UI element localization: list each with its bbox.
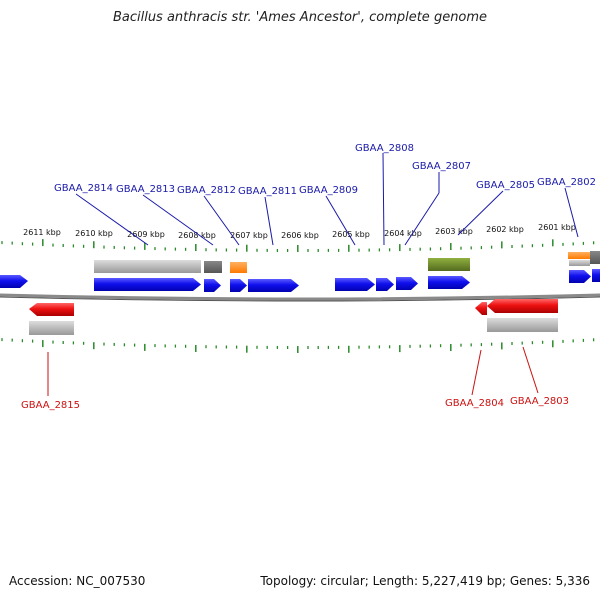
forward-gene-arrow[interactable] (396, 277, 418, 290)
gray-feature[interactable] (569, 260, 590, 266)
scale-label: 2605 kbp (332, 230, 370, 239)
gene-label[interactable]: GBAA_2802 (537, 177, 596, 188)
reverse-gene-arrow[interactable] (475, 302, 487, 315)
genome-backbone (0, 293, 600, 301)
gene-label[interactable]: GBAA_2803 (510, 396, 569, 407)
forward-gene-arrow[interactable] (569, 270, 591, 283)
scale-label: 2606 kbp (281, 231, 319, 240)
scale-label: 2611 kbp (23, 228, 61, 237)
gene-label[interactable]: GBAA_2805 (476, 180, 535, 191)
scale-label: 2610 kbp (75, 229, 113, 238)
forward-genes (0, 269, 600, 292)
forward-gene-arrow[interactable] (248, 279, 299, 292)
scale-label: 2601 kbp (538, 223, 576, 232)
forward-gene-arrow[interactable] (0, 275, 28, 288)
forward-gene-arrow[interactable] (94, 278, 201, 291)
gene-label[interactable]: GBAA_2814 (54, 183, 113, 194)
scale-label: 2607 kbp (230, 231, 268, 240)
gene-label[interactable]: GBAA_2815 (21, 400, 80, 411)
scale-label: 2604 kbp (384, 229, 422, 238)
gene-label[interactable]: GBAA_2809 (299, 185, 358, 196)
gene-label[interactable]: GBAA_2811 (238, 186, 297, 197)
upper-scale-ticks (1, 239, 595, 252)
accession-text: Accession: NC_007530 (9, 574, 146, 588)
gray-feature[interactable] (487, 318, 558, 332)
dark-feature[interactable] (590, 251, 600, 264)
forward-gene-arrow[interactable] (204, 279, 221, 292)
orange-feature[interactable] (230, 262, 247, 273)
forward-gene-arrow[interactable] (376, 278, 394, 291)
forward-gene-arrow[interactable] (592, 269, 600, 282)
scale-label: 2602 kbp (486, 225, 524, 234)
genome-summary-text: Topology: circular; Length: 5,227,419 bp… (260, 574, 590, 588)
genome-title: Bacillus anthracis str. 'Ames Ancestor',… (112, 10, 488, 25)
reverse-gene-arrow[interactable] (29, 303, 74, 316)
lower-scale-ticks (1, 338, 595, 353)
forward-gene-arrow[interactable] (335, 278, 375, 291)
olive-feature[interactable] (428, 258, 470, 271)
scale-labels: 2611 kbp 2610 kbp 2609 kbp 2608 kbp 2607… (23, 223, 576, 240)
gene-label[interactable]: GBAA_2813 (116, 184, 175, 195)
forward-gene-arrow[interactable] (230, 279, 247, 292)
reverse-gene-labels: GBAA_2815 GBAA_2804 GBAA_2803 (21, 346, 569, 411)
scale-label: 2609 kbp (127, 230, 165, 239)
forward-gene-arrow[interactable] (428, 276, 470, 289)
reverse-genes (29, 299, 558, 335)
gene-label[interactable]: GBAA_2807 (412, 161, 471, 172)
gene-label[interactable]: GBAA_2808 (355, 143, 414, 154)
gene-label[interactable]: GBAA_2812 (177, 185, 236, 196)
forward-gene-labels: GBAA_2814 GBAA_2813 GBAA_2812 GBAA_2811 … (54, 143, 596, 246)
scale-label: 2608 kbp (178, 231, 216, 240)
reverse-gene-arrow[interactable] (487, 299, 558, 313)
gene-label[interactable]: GBAA_2804 (445, 398, 504, 409)
gray-feature[interactable] (29, 321, 74, 335)
dark-feature[interactable] (204, 261, 222, 273)
orange-feature[interactable] (568, 252, 590, 259)
feature-track-upper (94, 251, 600, 273)
scale-label: 2603 kbp (435, 227, 473, 236)
gray-feature[interactable] (94, 260, 201, 273)
